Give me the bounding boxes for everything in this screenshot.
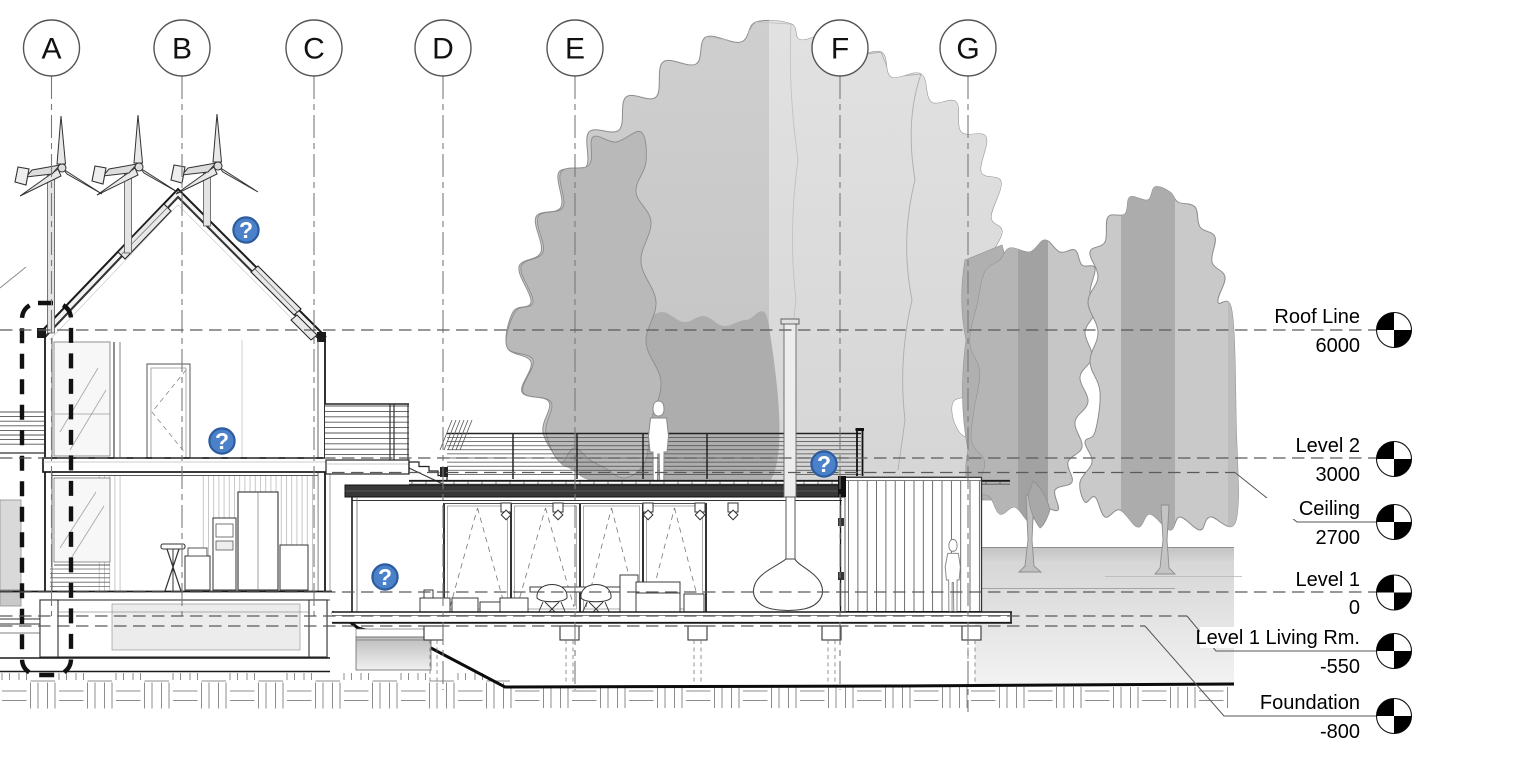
svg-text:Roof Line: Roof Line xyxy=(1274,306,1360,328)
svg-text:C: C xyxy=(303,33,325,66)
svg-text:?: ? xyxy=(378,564,392,590)
svg-text:Foundation: Foundation xyxy=(1260,692,1360,714)
svg-text:6000: 6000 xyxy=(1316,335,1361,357)
svg-text:E: E xyxy=(565,33,585,66)
svg-text:2700: 2700 xyxy=(1316,527,1361,549)
svg-text:-550: -550 xyxy=(1320,656,1360,678)
svg-text:?: ? xyxy=(215,428,229,454)
svg-text:Level 2: Level 2 xyxy=(1296,435,1361,457)
svg-text:F: F xyxy=(831,33,849,66)
svg-text:Ceiling: Ceiling xyxy=(1299,498,1360,520)
svg-text:0: 0 xyxy=(1349,597,1360,619)
svg-text:Level 1: Level 1 xyxy=(1296,569,1361,591)
svg-text:?: ? xyxy=(817,451,831,477)
svg-text:3000: 3000 xyxy=(1316,464,1361,486)
svg-text:?: ? xyxy=(239,217,253,243)
svg-text:G: G xyxy=(956,33,979,66)
svg-text:Level 1 Living Rm.: Level 1 Living Rm. xyxy=(1195,627,1360,649)
svg-text:D: D xyxy=(432,33,454,66)
svg-text:B: B xyxy=(172,33,192,66)
svg-text:-800: -800 xyxy=(1320,721,1360,743)
svg-text:A: A xyxy=(41,33,61,66)
